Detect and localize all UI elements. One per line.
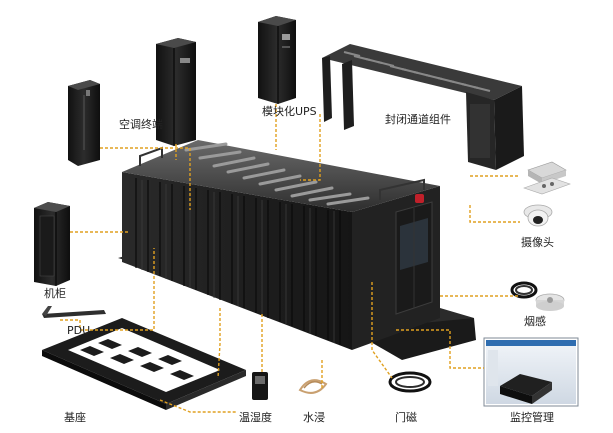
label-camera: 摄像头 (521, 236, 554, 249)
label-ac-terminal: 空调终端 (119, 118, 163, 131)
temp-humidity-sensor (252, 372, 268, 400)
base-frame (42, 318, 246, 410)
precision-ac-cabinet (156, 38, 196, 146)
label-monitor-management: 监控管理 (510, 411, 554, 424)
label-pdu: PDU (67, 324, 91, 337)
label-door-magnet: 门磁 (395, 411, 417, 424)
water-leak-cable (298, 379, 328, 394)
monitor-screen (483, 337, 579, 407)
pdu-strip (42, 306, 106, 318)
camera-device (523, 204, 553, 227)
door-magnet-cable (388, 371, 432, 393)
label-modular-ups: 模块化UPS (262, 105, 317, 118)
ac-terminal-unit (68, 80, 100, 166)
standalone-cabinet (34, 202, 70, 286)
label-closed-channel: 封闭通道组件 (385, 113, 451, 126)
leader-lines (60, 104, 520, 413)
main-datacenter-module (118, 140, 476, 360)
label-temp-humidity: 温湿度 (239, 411, 272, 424)
modular-ups-unit (258, 16, 296, 104)
door-sensor-cable (510, 281, 538, 299)
smoke-detector (535, 293, 565, 311)
label-base: 基座 (64, 411, 86, 424)
closed-channel-frame (322, 44, 524, 170)
label-smoke: 烟感 (524, 315, 546, 328)
temp-sensor-strip (523, 161, 571, 195)
label-water-leak: 水浸 (303, 411, 325, 424)
label-cabinet: 机柜 (44, 287, 66, 300)
